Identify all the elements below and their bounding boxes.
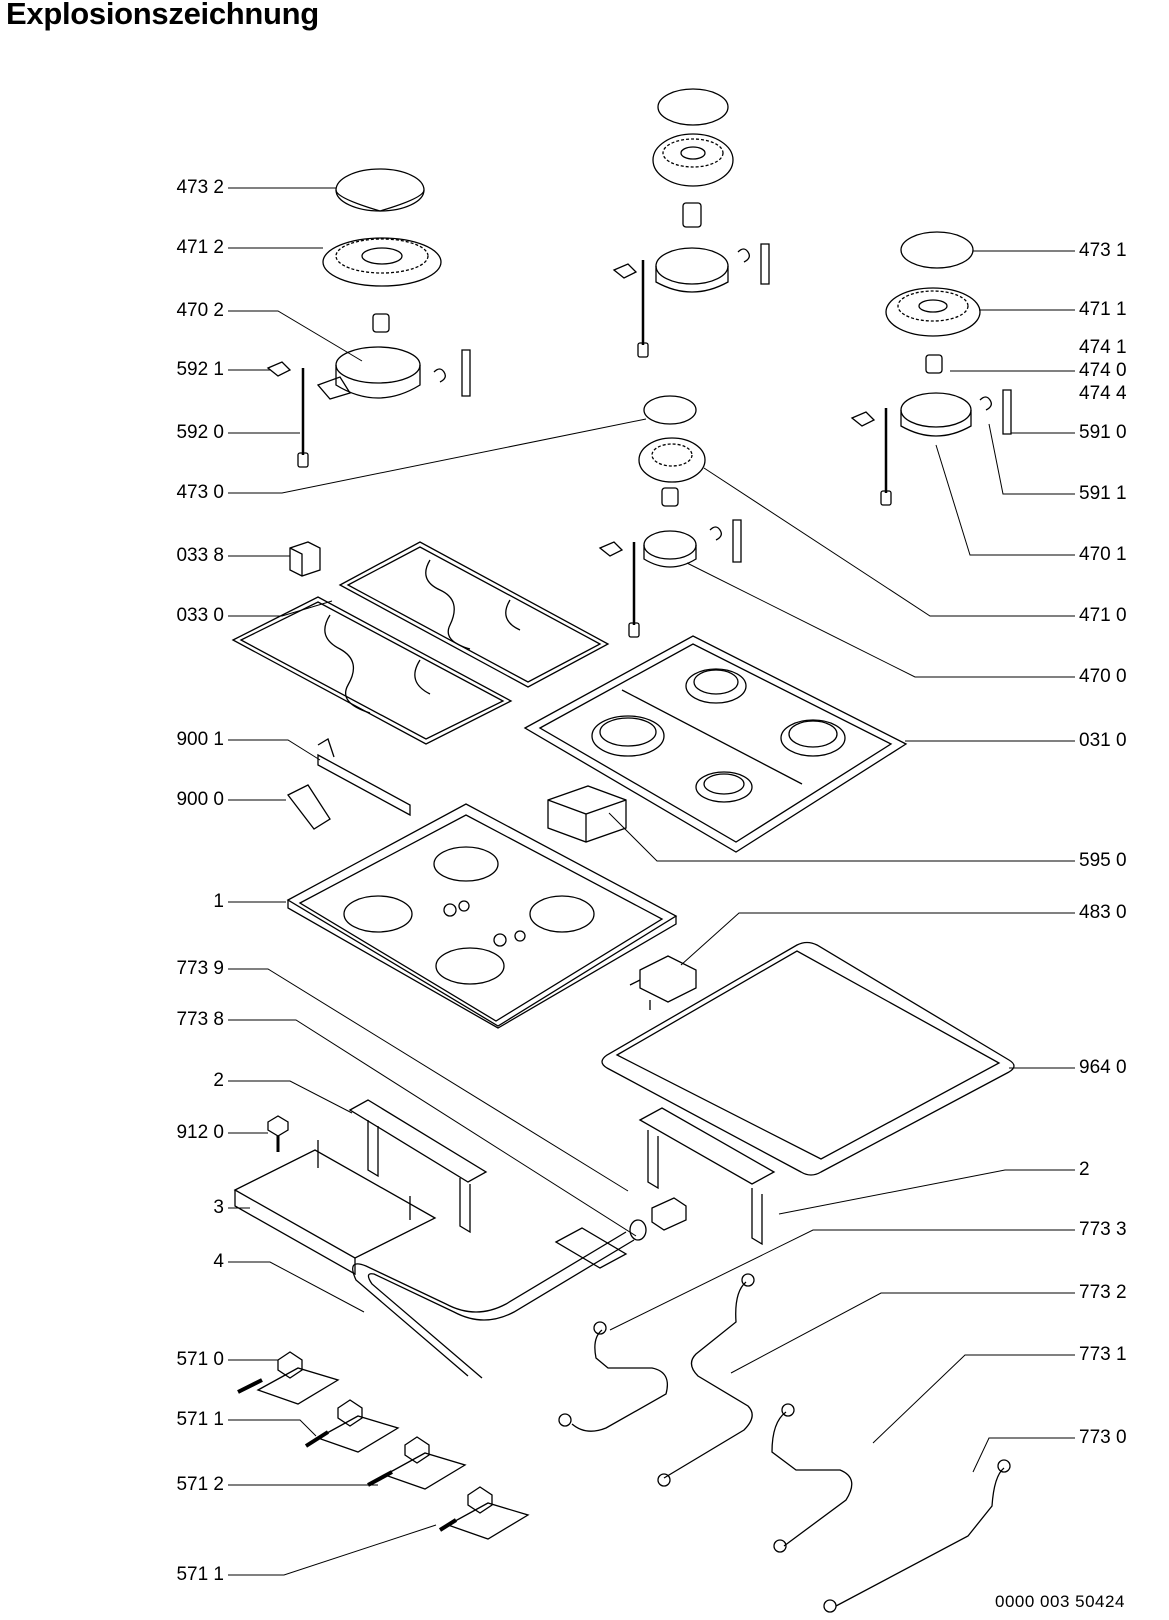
label-483-0: 483 0 — [1079, 902, 1127, 923]
bracket-900-0 — [288, 785, 330, 829]
label-471-1: 471 1 — [1079, 299, 1127, 320]
label-912-0: 912 0 — [176, 1122, 224, 1143]
label-2-right: 2 — [1079, 1159, 1090, 1180]
burner-cap-right — [901, 232, 973, 268]
mounting-screw — [268, 1116, 288, 1152]
connector-block — [630, 956, 696, 1010]
hob-seal — [602, 943, 1014, 1176]
label-592-0: 592 0 — [176, 422, 224, 443]
label-4: 4 — [213, 1251, 224, 1272]
label-900-0: 900 0 — [176, 789, 224, 810]
label-1: 1 — [213, 891, 224, 912]
label-471-0: 471 0 — [1079, 605, 1127, 626]
bottom-tray — [288, 804, 676, 1028]
label-591-0: 591 0 — [1079, 422, 1127, 443]
label-773-9: 773 9 — [176, 958, 224, 979]
label-571-1-b: 571 1 — [176, 1564, 224, 1585]
label-773-0: 773 0 — [1079, 1427, 1127, 1448]
label-571-1-a: 571 1 — [176, 1409, 224, 1430]
gas-supply-tube — [353, 1198, 686, 1378]
gas-pipe-773-3 — [559, 1322, 667, 1431]
label-591-1: 591 1 — [1079, 483, 1127, 504]
label-473-0: 473 0 — [176, 482, 224, 503]
burner-head-left — [323, 238, 441, 286]
burner-cap-top — [658, 89, 728, 125]
gas-pipe-773-2 — [658, 1274, 754, 1486]
burner-body-left — [318, 314, 470, 399]
burner-body-right — [852, 355, 1011, 505]
label-470-0: 470 0 — [1079, 666, 1127, 687]
hob-top-plate — [525, 636, 906, 852]
label-592-1: 592 1 — [176, 359, 224, 380]
gas-tap-1 — [238, 1352, 338, 1404]
page-title: Explosionszeichnung — [6, 0, 319, 31]
gas-pipe-773-1 — [772, 1404, 852, 1552]
label-964-0: 964 0 — [1079, 1057, 1127, 1078]
burner-cap-left — [336, 169, 424, 211]
burner-head-top — [653, 134, 733, 186]
label-2-left: 2 — [213, 1070, 224, 1091]
mounting-bracket-lower — [235, 1140, 435, 1274]
label-474-1: 474 1 — [1079, 337, 1127, 358]
burner-cap-middle — [644, 396, 696, 424]
label-033-8: 033 8 — [176, 545, 224, 566]
label-773-2: 773 2 — [1079, 1282, 1127, 1303]
pan-support-front — [233, 597, 511, 744]
document-number: 0000 003 50424 — [995, 1592, 1125, 1611]
leader-lines-right — [609, 251, 1075, 1472]
label-474-0: 474 0 — [1079, 360, 1127, 381]
label-031-0: 031 0 — [1079, 730, 1127, 751]
burner-head-right — [886, 288, 980, 336]
gas-tap-2 — [306, 1400, 398, 1452]
label-473-1: 473 1 — [1079, 240, 1127, 261]
label-3: 3 — [213, 1197, 224, 1218]
ignition-electrode-left — [268, 362, 308, 467]
mounting-bracket-right — [640, 1108, 774, 1244]
label-571-0: 571 0 — [176, 1349, 224, 1370]
label-471-2: 471 2 — [176, 237, 224, 258]
burner-body-middle — [600, 488, 741, 637]
label-474-4: 474 4 — [1079, 383, 1127, 404]
label-900-1: 900 1 — [176, 729, 224, 750]
bracket-900-1 — [318, 739, 410, 815]
pan-support-rear — [340, 542, 608, 687]
label-571-2: 571 2 — [176, 1474, 224, 1495]
gas-pipe-773-0 — [824, 1460, 1010, 1612]
pan-support-clip — [290, 542, 320, 576]
label-773-3: 773 3 — [1079, 1219, 1127, 1240]
label-470-2: 470 2 — [176, 300, 224, 321]
ignition-module — [548, 786, 626, 842]
burner-body-top — [614, 203, 769, 357]
mounting-bracket-rear — [350, 1100, 486, 1232]
gas-tap-4 — [440, 1487, 528, 1539]
burner-head-middle — [639, 438, 705, 482]
label-773-1: 773 1 — [1079, 1344, 1127, 1365]
gas-tap-3 — [368, 1437, 465, 1489]
label-473-2: 473 2 — [176, 177, 224, 198]
leader-lines-left — [228, 188, 646, 1575]
label-595-0: 595 0 — [1079, 850, 1127, 871]
label-033-0: 033 0 — [176, 605, 224, 626]
label-773-8: 773 8 — [176, 1009, 224, 1030]
label-470-1: 470 1 — [1079, 544, 1127, 565]
